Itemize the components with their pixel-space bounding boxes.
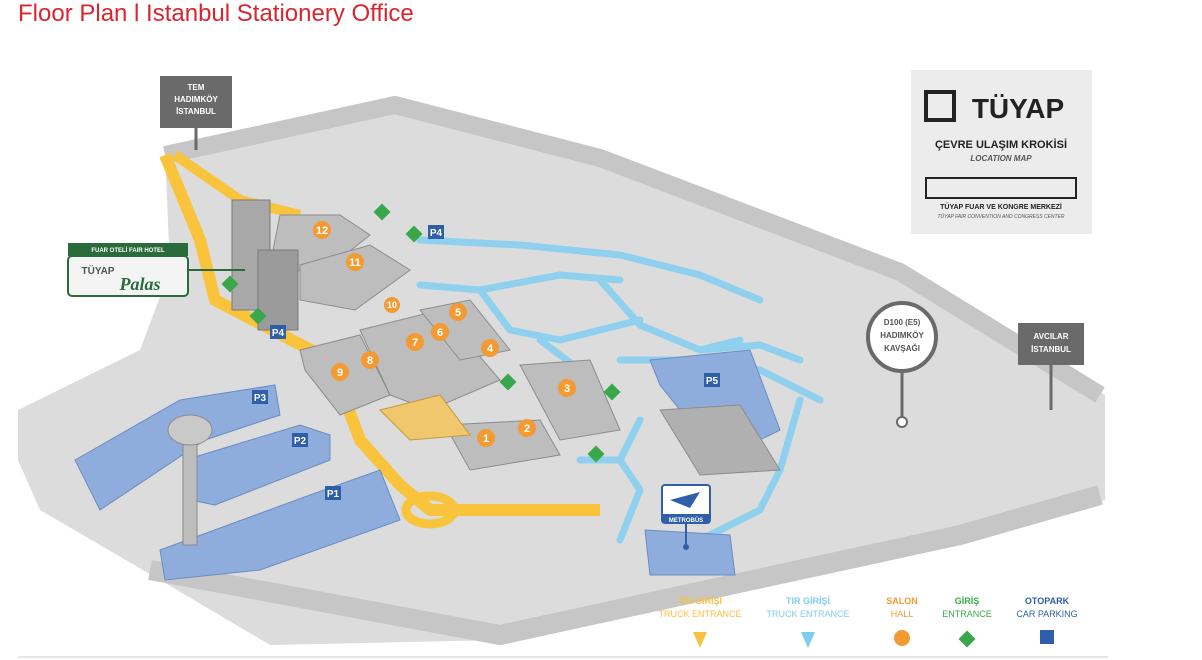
- svg-text:P2: P2: [294, 436, 307, 447]
- hall-pin[interactable]: 6: [431, 323, 449, 341]
- svg-text:P4: P4: [272, 328, 285, 339]
- hall-pin-label: 2: [524, 423, 530, 435]
- hall-pin[interactable]: 3: [558, 379, 576, 397]
- svg-text:TRUCK ENTRANCE: TRUCK ENTRANCE: [658, 609, 741, 619]
- legend-item-truck-blue: TIR GİRİŞİ TRUCK ENTRANCE: [766, 596, 850, 648]
- hall-pin[interactable]: 4: [481, 339, 499, 357]
- hall-pin-label: 1: [483, 433, 489, 445]
- svg-text:P3: P3: [254, 393, 267, 404]
- hall-pin[interactable]: 5: [449, 303, 467, 321]
- svg-text:İSTANBUL: İSTANBUL: [1031, 345, 1071, 354]
- tv-tower-top: [167, 414, 213, 446]
- legend-item-hall: SALON HALL: [886, 596, 918, 646]
- svg-text:LOCATION MAP: LOCATION MAP: [970, 154, 1032, 163]
- entrance-marker: [405, 225, 423, 243]
- parking-label: P2: [292, 433, 308, 447]
- svg-text:TRUCK ENTRANCE: TRUCK ENTRANCE: [766, 609, 849, 619]
- hall-pin-label: 11: [349, 257, 361, 269]
- parking-metrobus: [644, 529, 736, 576]
- svg-text:D100 (E5): D100 (E5): [884, 318, 921, 327]
- svg-text:TÜYAP FAIR CONVENTION AND CONG: TÜYAP FAIR CONVENTION AND CONGRESS CENTE…: [937, 213, 1064, 220]
- tuyap-logo: TÜYAP ÇEVRE ULAŞIM KROKİSİ LOCATION MAP …: [911, 70, 1092, 234]
- svg-text:GİRİŞ: GİRİŞ: [955, 596, 980, 606]
- svg-text:Palas: Palas: [118, 274, 160, 294]
- svg-text:P4: P4: [430, 228, 443, 239]
- tv-tower: [182, 434, 198, 546]
- legend-item-truck-yellow: TIR GİRİŞİ TRUCK ENTRANCE: [658, 596, 742, 648]
- svg-text:TEM: TEM: [188, 83, 205, 92]
- hall-pin[interactable]: 11: [346, 253, 364, 271]
- page-title: Floor Plan l Istanbul Stationery Office: [18, 0, 414, 27]
- svg-text:FUAR OTELİ FAIR HOTEL: FUAR OTELİ FAIR HOTEL: [91, 247, 165, 254]
- grey-ring-road: [163, 95, 1105, 403]
- svg-text:ÇEVRE ULAŞIM KROKİSİ: ÇEVRE ULAŞIM KROKİSİ: [935, 138, 1067, 151]
- svg-text:ENTRANCE: ENTRANCE: [942, 609, 992, 619]
- hall-pin-label: 3: [564, 383, 570, 395]
- parking-label: P4: [428, 225, 444, 239]
- grey-south-road: [148, 485, 1103, 646]
- hall-11-building: [299, 244, 411, 311]
- parking-label: P3: [252, 390, 268, 404]
- hall-pin-label: 12: [316, 225, 328, 237]
- svg-text:TIR GİRİŞİ: TIR GİRİŞİ: [678, 596, 722, 606]
- entrance-marker: [587, 445, 605, 463]
- hall-pin-label: 4: [487, 343, 494, 355]
- metrobus-sign: METROBÜS: [661, 484, 711, 524]
- tem-sign: TEM HADIMKÖY İSTANBUL: [160, 76, 232, 150]
- hall-pin-label: 10: [387, 300, 397, 310]
- d100-sign: D100 (E5) HADIMKÖY KAVŞAĞI: [866, 301, 938, 428]
- congress-center: [379, 394, 471, 441]
- entrance-marker: [221, 275, 239, 293]
- svg-text:CAR PARKING: CAR PARKING: [1016, 609, 1077, 619]
- avcilar-sign: AVCILAR İSTANBUL: [1018, 323, 1084, 410]
- hall-pin[interactable]: 8: [361, 351, 379, 369]
- hall-pin-label: 9: [337, 367, 343, 379]
- legend-item-parking: OTOPARK CAR PARKING: [1016, 596, 1078, 644]
- hall-pin-label: 7: [412, 337, 418, 349]
- legend: TIR GİRİŞİ TRUCK ENTRANCE TIR GİRİŞİ TRU…: [658, 596, 1078, 648]
- svg-text:HADIMKÖY: HADIMKÖY: [880, 331, 924, 340]
- location-map: 12 11 9 8 7 6 5 4 3 2 1 10 P3 P2 P1 P5 P…: [18, 70, 1105, 648]
- svg-text:P5: P5: [706, 376, 719, 387]
- hall-pin-label: 6: [437, 327, 443, 339]
- entrance-marker: [373, 203, 391, 221]
- hall-pin-label: 8: [367, 355, 373, 367]
- parking-label: P1: [325, 486, 341, 500]
- svg-text:AVCILAR: AVCILAR: [1034, 332, 1069, 341]
- hall-pin[interactable]: 12: [313, 221, 331, 239]
- hotel-sign: FUAR OTELİ FAIR HOTEL TÜYAP Palas: [67, 243, 245, 297]
- hall-pin[interactable]: 10: [384, 297, 400, 313]
- hall-pin[interactable]: 9: [331, 363, 349, 381]
- hall-3-building: [519, 359, 621, 441]
- roundabout: [401, 491, 459, 529]
- hall-pin[interactable]: 1: [477, 429, 495, 447]
- svg-text:KAVŞAĞI: KAVŞAĞI: [884, 344, 920, 353]
- entrance-marker: [603, 383, 621, 401]
- metrobus-station: [659, 404, 781, 476]
- svg-text:HADIMKÖY: HADIMKÖY: [174, 95, 218, 104]
- bottom-divider: [18, 656, 1108, 658]
- hall-pin[interactable]: 7: [406, 333, 424, 351]
- svg-text:SALON: SALON: [886, 596, 918, 606]
- parking-label: P5: [704, 373, 720, 387]
- svg-text:TÜYAP FUAR VE KONGRE MERKEZİ: TÜYAP FUAR VE KONGRE MERKEZİ: [940, 202, 1062, 211]
- parking-p3: [74, 384, 281, 511]
- svg-text:İSTANBUL: İSTANBUL: [176, 107, 216, 116]
- hall-pin[interactable]: 2: [518, 419, 536, 437]
- svg-text:TÜYAP: TÜYAP: [972, 93, 1064, 124]
- svg-text:TIR GİRİŞİ: TIR GİRİŞİ: [786, 596, 830, 606]
- legend-item-entrance: GİRİŞ ENTRANCE: [942, 596, 992, 648]
- entrance-marker: [499, 373, 517, 391]
- svg-text:HALL: HALL: [891, 609, 914, 619]
- parking-label: P4: [270, 325, 286, 339]
- svg-text:METROBÜS: METROBÜS: [669, 517, 703, 524]
- svg-text:P1: P1: [327, 489, 340, 500]
- hall-pin-label: 5: [455, 307, 461, 319]
- svg-text:TÜYAP: TÜYAP: [82, 264, 115, 277]
- entrance-marker: [249, 307, 267, 325]
- svg-text:OTOPARK: OTOPARK: [1025, 596, 1070, 606]
